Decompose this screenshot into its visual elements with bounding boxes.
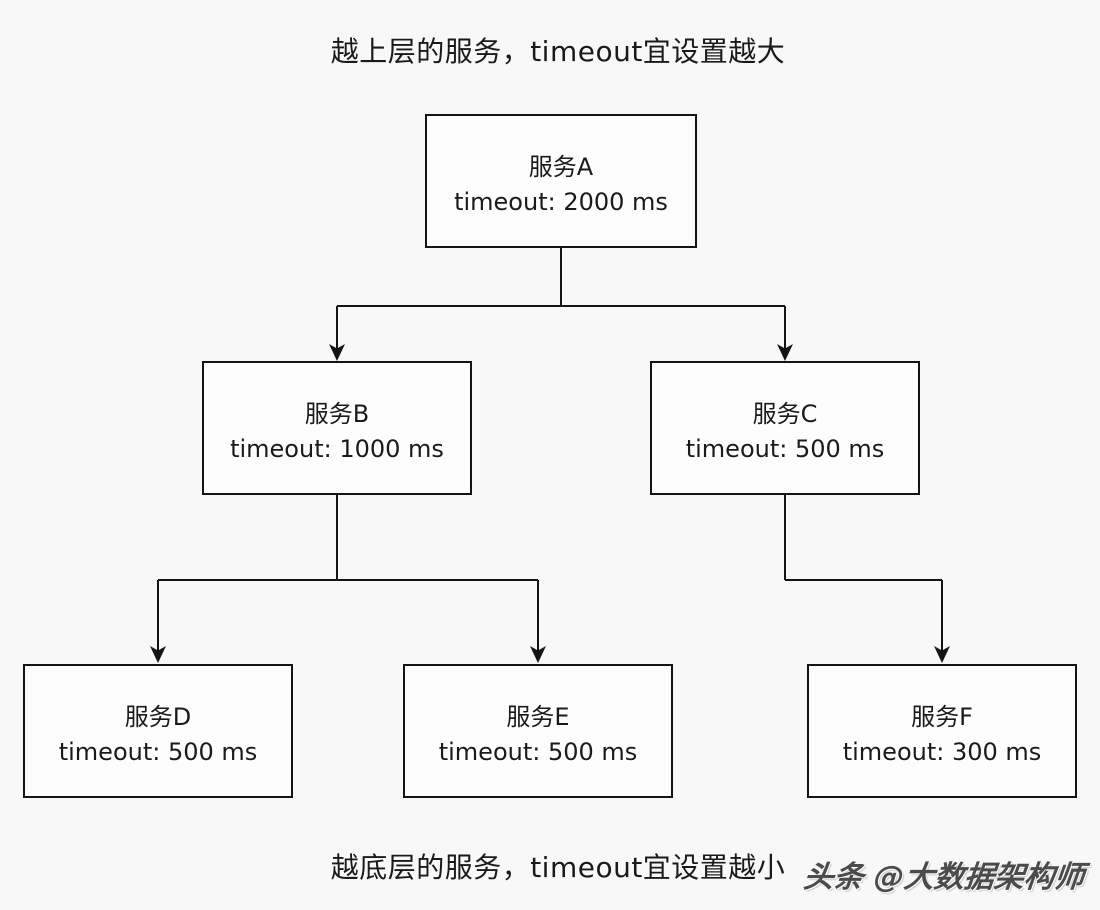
node-service-c-timeout: timeout: 500 ms [685, 434, 885, 463]
node-service-b: 服务B timeout: 1000 ms [202, 361, 472, 495]
node-service-f-timeout: timeout: 300 ms [842, 737, 1042, 766]
node-service-c: 服务C timeout: 500 ms [650, 361, 920, 495]
node-service-e-label: 服务E [506, 702, 570, 731]
node-service-f: 服务F timeout: 300 ms [807, 664, 1077, 798]
node-service-a: 服务A timeout: 2000 ms [425, 114, 697, 248]
node-service-b-label: 服务B [304, 399, 370, 428]
node-service-f-label: 服务F [911, 702, 973, 731]
bottom-caption: 越底层的服务，timeout宜设置越小 [330, 851, 786, 884]
node-service-d-timeout: timeout: 500 ms [58, 737, 258, 766]
edge-c-to-f [784, 495, 950, 663]
node-service-d: 服务D timeout: 500 ms [23, 664, 293, 798]
edge-a-to-b-c [329, 248, 793, 361]
watermark: 头条 @大数据架构师 [801, 860, 1086, 895]
node-service-e-timeout: timeout: 500 ms [438, 737, 638, 766]
node-service-e: 服务E timeout: 500 ms [403, 664, 673, 798]
node-service-d-label: 服务D [124, 702, 192, 731]
node-service-c-label: 服务C [752, 399, 818, 428]
top-caption: 越上层的服务，timeout宜设置越大 [330, 35, 786, 68]
edge-b-to-d-e [150, 495, 546, 663]
node-service-a-label: 服务A [528, 152, 594, 181]
node-service-b-timeout: timeout: 1000 ms [230, 434, 444, 463]
node-service-a-timeout: timeout: 2000 ms [454, 187, 668, 216]
